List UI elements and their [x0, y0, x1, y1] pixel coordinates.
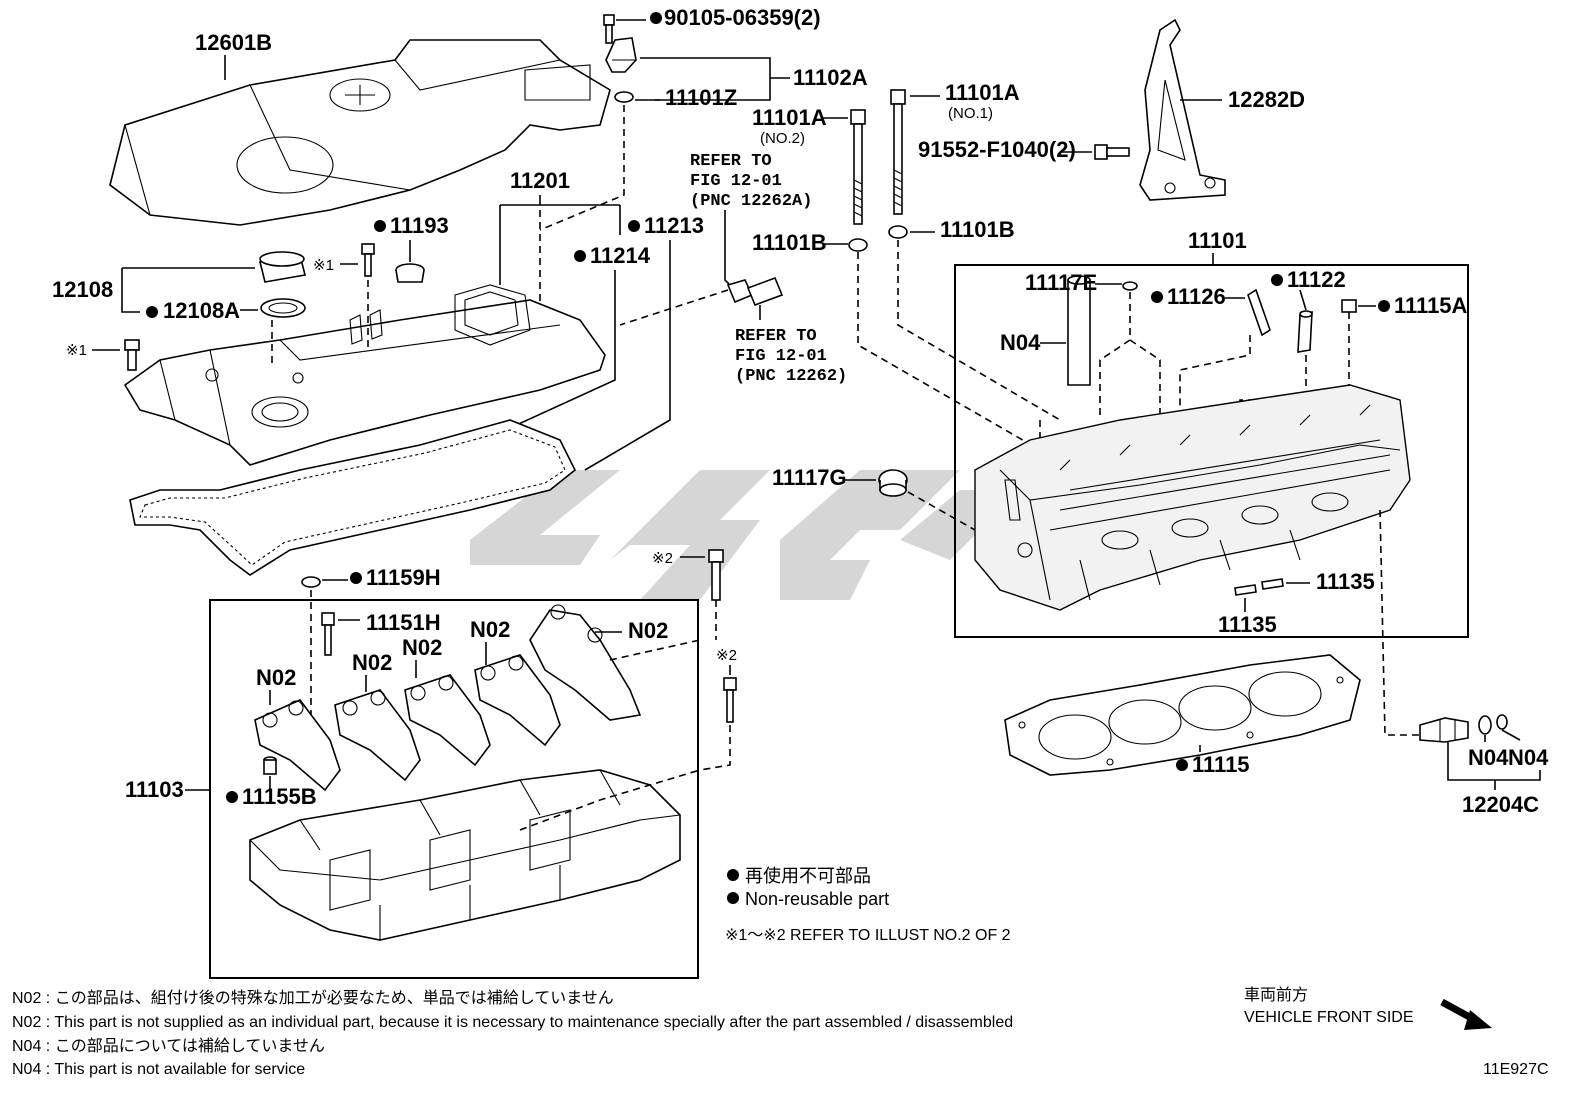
label-11214: 11214 [590, 243, 651, 268]
pins-11135 [1234, 578, 1284, 596]
label-11122: 11122 [1287, 267, 1346, 292]
label-x1-top: ※1 [313, 257, 334, 274]
label-11115: 11115 [1192, 752, 1250, 777]
bearing-cap-2 [334, 689, 421, 782]
label-11155B: 11155B [242, 784, 317, 809]
label-12108A: 12108A [163, 298, 240, 323]
ref1-line3: (PNC 12262A) [690, 192, 812, 211]
label-no2: (NO.2) [760, 130, 805, 147]
label-x2-bottom: ※2 [716, 647, 737, 664]
bearing-cap-1 [254, 699, 341, 792]
label-11135-right: 11135 [1316, 569, 1375, 594]
label-N04-top: N04 [1000, 330, 1041, 355]
label-N02-e: N02 [628, 618, 668, 643]
label-11102A: 11102A [793, 65, 868, 90]
label-11126: 11126 [1167, 284, 1226, 309]
label-11101Z: 11101Z [665, 85, 737, 110]
bearing-cap-3 [404, 674, 491, 767]
bearing-cap-4 [474, 654, 561, 747]
ref2-line2: FIG 12-01 [735, 347, 827, 366]
cover-bolt-top [361, 243, 375, 277]
direction-jp: 車両前方 [1244, 986, 1308, 1004]
ref2-line3: (PNC 12262) [735, 367, 847, 386]
pcv-hose [726, 276, 784, 307]
cover-gasket [129, 419, 577, 576]
temp-sensor-12204C [1419, 714, 1508, 743]
cam-bolt [321, 612, 335, 656]
label-N02-b: N02 [352, 650, 392, 675]
label-12601B: 12601B [195, 30, 272, 55]
engine-cover [109, 39, 611, 226]
head-bolt-no1 [888, 89, 908, 239]
label-N04-a: N04 [1468, 745, 1509, 770]
label-11117G: 11117G [772, 465, 847, 490]
label-11201: 11201 [510, 168, 570, 193]
label-11101B-right: 11101B [940, 217, 1015, 242]
label-11101B-left: 11101B [752, 230, 827, 255]
label-90105: 90105-06359(2) [664, 5, 821, 30]
label-91552: 91552-F1040(2) [918, 137, 1076, 162]
head-bolt-no2 [848, 109, 868, 252]
label-N02-c: N02 [402, 635, 442, 660]
label-no1: (NO.1) [948, 105, 993, 122]
head-gasket [1004, 654, 1361, 776]
label-11151H: 11151H [366, 610, 441, 635]
head-parts-upper [1067, 275, 1357, 386]
label-x2-top: ※2 [652, 550, 673, 567]
label-11103: 11103 [125, 777, 184, 802]
label-N04-b: N04 [1508, 745, 1549, 770]
label-11101A-no2: 11101A [752, 105, 827, 130]
label-11159H: 11159H [366, 565, 441, 590]
hanger-bolt [1094, 144, 1130, 160]
valve-cover [123, 284, 606, 468]
label-12204C: 12204C [1462, 792, 1539, 817]
label-11101A-no1: 11101A [945, 80, 1020, 105]
watermark-logo [470, 470, 1020, 600]
head-box [954, 264, 1469, 638]
cover-bolt-left [124, 339, 140, 371]
label-12108: 12108 [52, 277, 113, 302]
label-11117E: 11117E [1025, 270, 1097, 295]
housing-bolt-1 [708, 549, 724, 601]
legend-non-reusable-en: Non-reusable part [745, 889, 889, 909]
label-11115A: 11115A [1394, 293, 1468, 318]
note-n02-jp: N02 : この部品は、組付け後の特殊な加工が必要なため、単品では補給していませ… [12, 989, 614, 1007]
front-arrow-icon [1440, 998, 1492, 1030]
ref2-line1: REFER TO [735, 327, 817, 346]
label-11193: 11193 [390, 213, 449, 238]
bearing-cap-5 [529, 604, 642, 721]
note-n02-en: N02 : This part is not supplied as an in… [12, 1014, 1013, 1031]
ref1-line2: FIG 12-01 [690, 172, 782, 191]
label-11101: 11101 [1188, 228, 1247, 253]
note-n04-en: N04 : This part is not available for ser… [12, 1061, 305, 1078]
dowel-pin-11155B [263, 756, 277, 775]
housing-bolt-2 [723, 677, 737, 723]
plug-11117G [878, 469, 908, 497]
label-12282D: 12282D [1228, 87, 1305, 112]
direction-en: VEHICLE FRONT SIDE [1244, 1009, 1414, 1026]
camshaft-housing [249, 769, 681, 941]
label-11213: 11213 [644, 213, 704, 238]
legend-refer-illust: ※1～※2 REFER TO ILLUST NO.2 OF 2 [725, 927, 1011, 944]
cylinder-head [974, 384, 1411, 611]
spark-plug-hole-seal [395, 263, 425, 283]
label-N02-a: N02 [256, 665, 296, 690]
oil-filler-cap [259, 251, 306, 318]
sensor-assembly [603, 14, 637, 103]
label-11135-bottom: 11135 [1218, 612, 1277, 637]
label-N02-d: N02 [470, 617, 510, 642]
legend-non-reusable-jp: 再使用不可部品 [745, 866, 871, 886]
engine-hanger [1139, 18, 1226, 201]
note-n04-jp: N04 : この部品については補給していません [12, 1037, 325, 1055]
housing-box [209, 599, 699, 979]
figure-code: 11E927C [1483, 1061, 1549, 1078]
ref1-line1: REFER TO [690, 152, 772, 171]
label-x1-left: ※1 [66, 342, 87, 359]
